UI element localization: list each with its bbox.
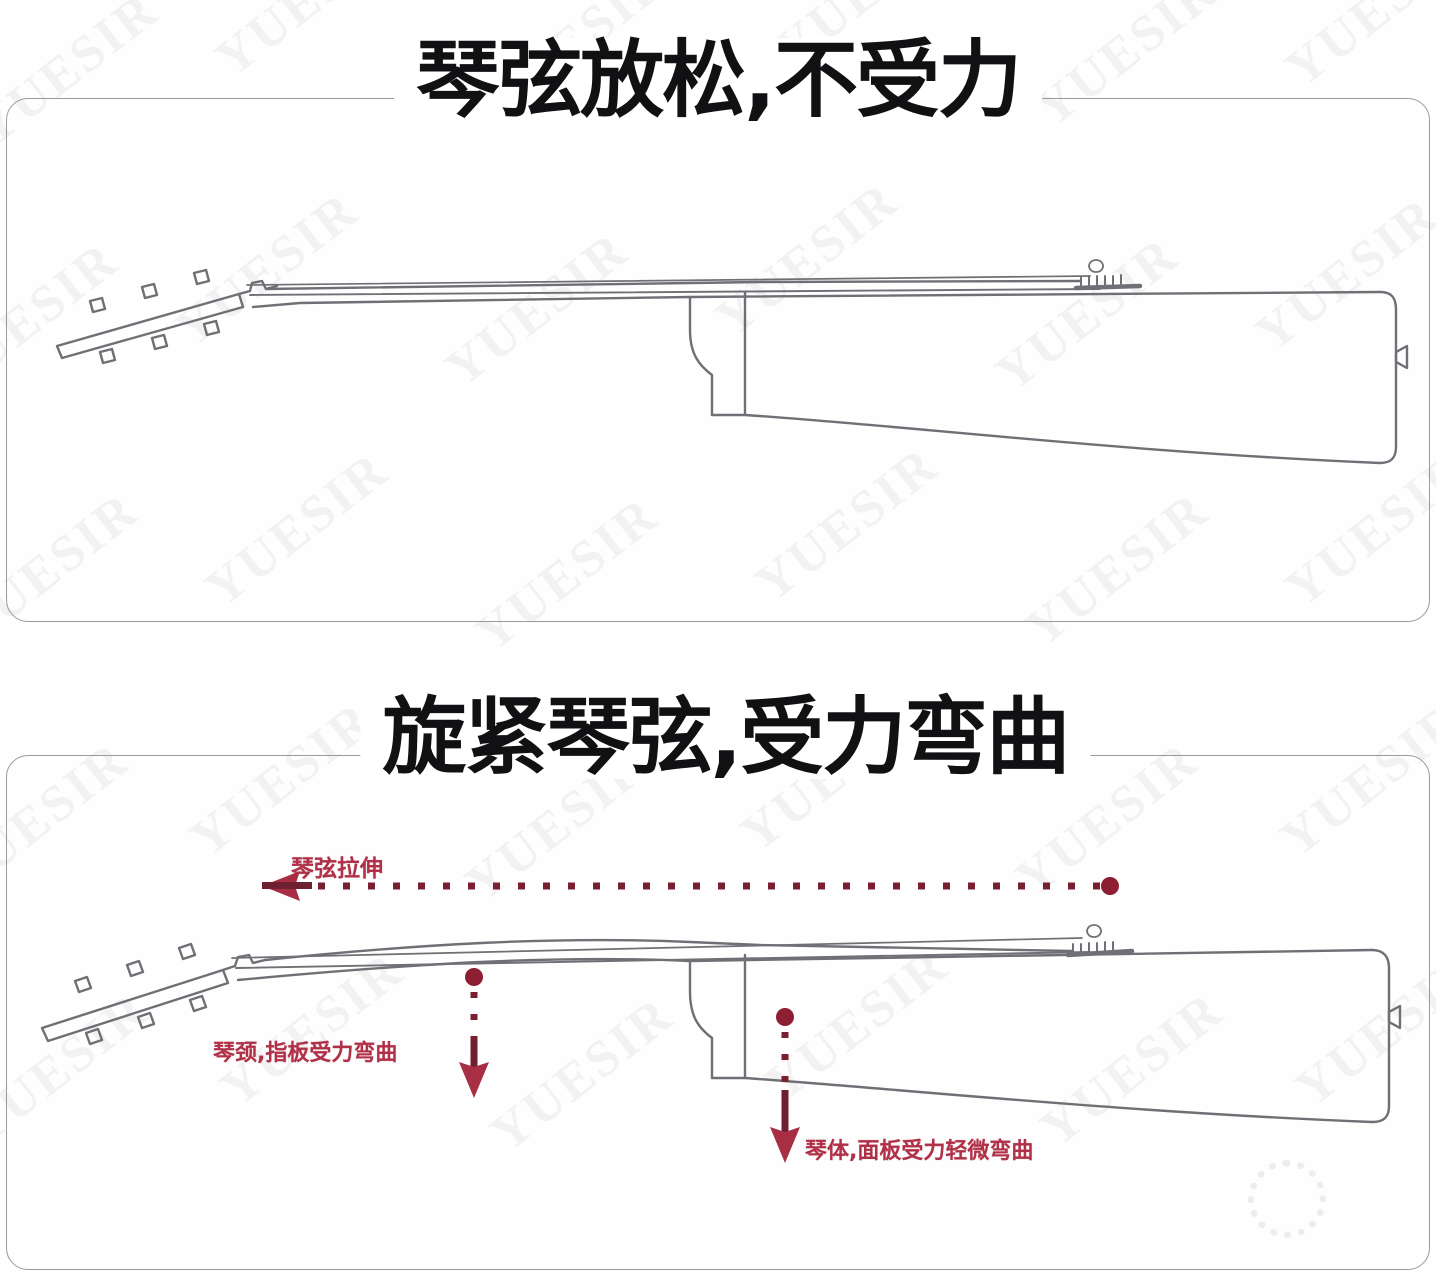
annotation-string-stretch: 琴弦拉伸 xyxy=(291,856,383,882)
panel-tensioned xyxy=(6,755,1430,1270)
watermark-text: YUESIR xyxy=(1275,0,1436,98)
annotation-body-bend: 琴体,面板受力轻微弯曲 xyxy=(805,1139,1034,1164)
panel-relaxed xyxy=(6,98,1430,622)
panel-title-tensioned: 旋紧琴弦,受力弯曲 xyxy=(360,695,1091,779)
panel-title-relaxed: 琴弦放松,不受力 xyxy=(394,38,1042,122)
annotation-neck-bend: 琴颈,指板受力弯曲 xyxy=(213,1041,398,1066)
watermark-text: YUESIR xyxy=(205,0,410,89)
